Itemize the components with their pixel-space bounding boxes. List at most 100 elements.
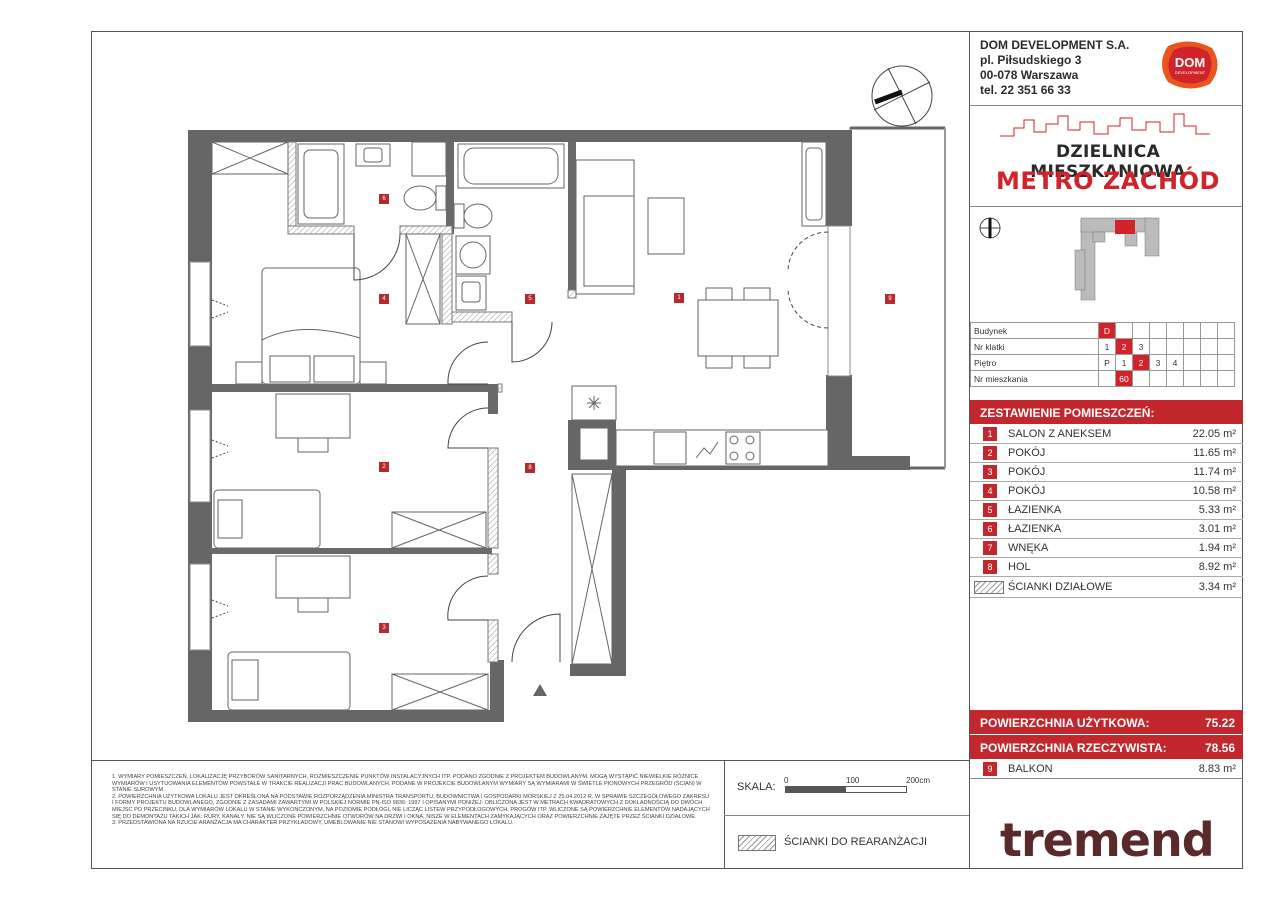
usable-area-value: 75.22 [1204,716,1235,730]
furniture [211,141,829,711]
legend-hatch-swatch [738,835,776,851]
row-divider [970,597,1243,598]
room-number: 4 [983,484,997,498]
usable-area-label: POWIERZCHNIA UŻYTKOWA: [980,716,1150,730]
real-area-label: POWIERZCHNIA RZECZYWISTA: [980,741,1167,755]
building-value: D [1098,322,1116,339]
room-row: 6 ŁAZIENKA 3.01 m² [972,520,1240,538]
room-name: WNĘKA [1008,542,1049,554]
rooms-header: ZESTAWIENIE POMIESZCZEŃ: [970,400,1243,424]
scale-tick-0: 0 [784,776,789,785]
company-name: DOM DEVELOPMENT S.A. [980,38,1130,52]
scale-divider [724,815,969,816]
room-area: 22.05 m² [1192,428,1236,440]
room-name: POKÓJ [1008,466,1046,478]
stair-label: Nr klatki [970,338,1099,355]
company-city: 00-078 Warszawa [980,68,1079,82]
plan-label-2: 2 [379,462,389,472]
balcony-number: 9 [983,762,997,776]
hatched-partitions [287,141,577,663]
note-2: 2. POWIERZCHNIA UŻYTKOWA LOKALU JEST OKR… [112,793,710,820]
company-info: DOM DEVELOPMENT S.A. pl. Piłsudskiego 3 … [980,38,1129,98]
row-divider [970,481,1243,482]
room-name: SALON Z ANEKSEM [1008,428,1112,440]
compass-icon [871,65,933,127]
room-area: 1.94 m² [1198,542,1236,554]
stair-option-1: 1 [1098,338,1116,355]
interior-walls [212,142,576,554]
room-row: 2 POKÓJ 11.65 m² [972,444,1240,462]
site-map [979,217,1160,301]
floor-plan [188,65,946,722]
skyline-icon [1000,113,1210,137]
partitions-row: ŚCIANKI DZIAŁOWE 3.34 m² [972,578,1240,596]
apartment-location-marker [1115,220,1135,234]
logo-text-development: DEVELOPMENT [1175,70,1206,75]
site-compass-icon [979,217,1001,239]
scale-label: SKALA: [737,781,776,793]
apartment-number-label: Nr mieszkania [970,370,1099,387]
plan-label-8: 8 [525,463,535,473]
row-divider [970,462,1243,463]
partitions-name: ŚCIANKI DZIAŁOWE [1008,581,1113,593]
room-name: POKÓJ [1008,447,1046,459]
floor-label: Piętro [970,354,1099,371]
room-row: 5 ŁAZIENKA 5.33 m² [972,501,1240,519]
row-divider [970,519,1243,520]
plan-label-5: 5 [525,294,535,304]
balcony [849,126,946,470]
room-area: 5.33 m² [1198,504,1236,516]
notes-divider [724,760,725,869]
plan-label-3: 3 [379,623,389,633]
room-area: 11.74 m² [1193,466,1236,478]
doors [211,231,829,663]
company-phone: tel. 22 351 66 33 [980,83,1071,97]
room-name: ŁAZIENKA [1008,504,1062,516]
company-street: pl. Piłsudskiego 3 [980,53,1082,67]
floor-option-4: 4 [1166,354,1184,371]
room-area: 8.92 m² [1198,561,1236,573]
district-title: DZIELNICA MIESZKANIOWA [1030,142,1186,182]
scale-bar [785,786,907,793]
row-divider [970,443,1243,444]
room-name: ŁAZIENKA [1008,523,1062,535]
row-divider [970,576,1243,577]
apartment-info-table: Budynek D Nr klatki 1 2 3 Piętro P 1 2 3… [970,322,1235,387]
partition-hatch-swatch [974,581,1004,594]
room-number: 2 [983,446,997,460]
plan-label-9: 9 [885,294,895,304]
notes: 1. WYMIARY POMIESZCZEŃ, LOKALIZACJĘ PRZY… [112,774,712,827]
balcony-name: BALKON [1008,763,1053,775]
district-subtitle: METRO ZACHÓD [996,167,1220,195]
rooms-header-text: ZESTAWIENIE POMIESZCZEŃ: [980,406,1155,420]
floor-option-3: 3 [1149,354,1167,371]
partitions-area: 3.34 m² [1198,581,1236,593]
floor-option-1: 1 [1115,354,1133,371]
room-number: 5 [983,503,997,517]
balcony-separator [969,778,1243,779]
bottom-separator [91,760,969,761]
room-number: 8 [983,560,997,574]
dom-development-logo: DOM DEVELOPMENT [1158,40,1222,90]
district-separator [969,206,1243,207]
note-3: 3. PRZEDSTAWIONA NA RZUCIE ARANŻACJA MA … [112,820,514,827]
tremend-logo: tremend [1000,813,1215,867]
room-number: 1 [983,427,997,441]
logo-text-dom: DOM [1175,55,1205,70]
plan-label-4: 4 [379,294,389,304]
windows [189,225,851,651]
usable-area-bar: POWIERZCHNIA UŻYTKOWA: 75.22 [970,710,1243,734]
row-divider [970,500,1243,501]
balcony-row: 9 BALKON 8.83 m² [972,760,1240,778]
room-area: 3.01 m² [1198,523,1236,535]
room-number: 6 [983,522,997,536]
room-area: 11.65 m² [1193,447,1236,459]
room-number: 7 [983,541,997,555]
floor-option-p: P [1098,354,1116,371]
stair-option-3: 3 [1132,338,1150,355]
plan-label-1: 1 [674,293,684,303]
scale-tick-200: 200cm [906,776,931,785]
balcony-area: 8.83 m² [1198,763,1236,775]
